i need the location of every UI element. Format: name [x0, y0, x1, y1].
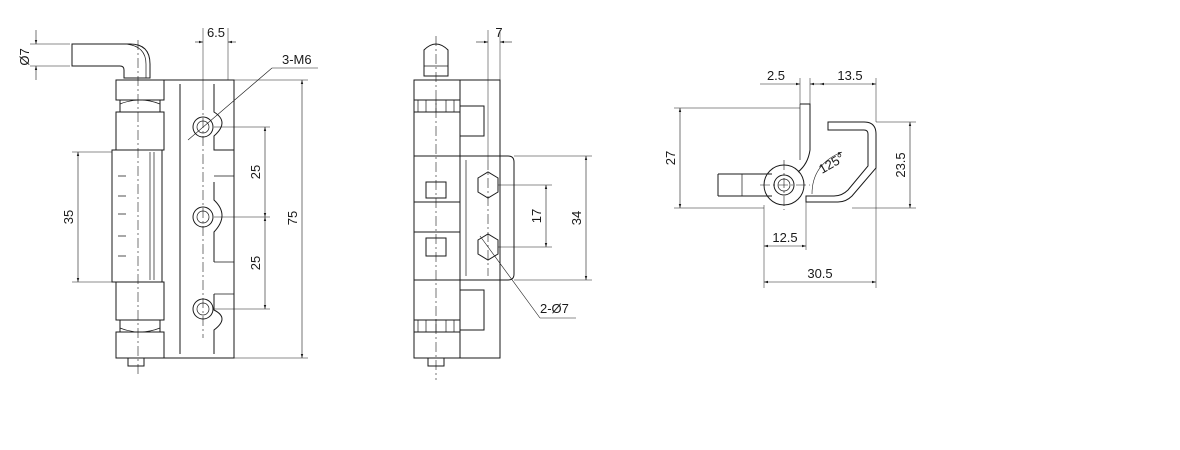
dim-knuckle-length: 35 — [61, 151, 112, 283]
label-top-gap: 2.5 — [767, 68, 785, 83]
label-pin-offset: 6.5 — [207, 25, 225, 40]
profile-leaf-vertical — [797, 103, 811, 173]
label-side-leaf-height: 34 — [569, 211, 584, 225]
profile-view: 125° 2.5 13.5 27 — [663, 68, 916, 288]
label-profile-height-left: 27 — [663, 151, 678, 165]
dim-pin-diameter: Ø7 — [17, 30, 70, 80]
side-pin-top — [423, 43, 449, 77]
front-pin-top — [71, 43, 151, 79]
profile-tab-left — [717, 173, 772, 197]
dim-side-hole-spacing: 17 — [498, 184, 552, 248]
dim-overall-height: 75 — [234, 79, 308, 359]
label-hole-spacing-top: 25 — [248, 165, 263, 179]
dim-pin-offset: 6.5 — [195, 25, 236, 100]
dim-hole-spacing-bottom: 25 — [248, 217, 267, 309]
front-knuckle — [111, 79, 165, 367]
side-leaf — [460, 79, 515, 359]
label-side-hole-spacing: 17 — [529, 209, 544, 223]
label-top-width: 13.5 — [837, 68, 862, 83]
dim-leaf-offset: 7 — [476, 25, 512, 160]
label-opening-angle: 125° — [816, 150, 847, 176]
front-view: Ø7 6.5 3-M6 25 25 — [17, 25, 318, 374]
dim-top-width: 13.5 — [820, 68, 877, 122]
front-leaf — [164, 79, 235, 359]
label-profile-height-right: 23.5 — [893, 152, 908, 177]
label-knuckle-length: 35 — [61, 210, 76, 224]
label-overall-height: 75 — [285, 211, 300, 225]
profile-hook-leaf — [805, 121, 877, 203]
label-leaf-offset: 7 — [495, 25, 502, 40]
side-knuckle — [413, 79, 461, 367]
dim-pivot-offset: 12.5 — [763, 202, 807, 288]
label-hole-callout: 2-Ø7 — [540, 301, 569, 316]
dim-profile-height-left: 27 — [663, 107, 800, 209]
callout-holes: 2-Ø7 — [479, 235, 576, 319]
side-view: 7 17 34 2-Ø7 — [413, 25, 592, 380]
label-pin-diameter: Ø7 — [17, 48, 32, 65]
label-pivot-offset: 12.5 — [772, 230, 797, 245]
dim-hole-spacing-top: 25 — [214, 126, 270, 310]
label-hole-spacing-bottom: 25 — [248, 256, 263, 270]
dim-overall-depth: 30.5 — [764, 168, 877, 288]
dim-side-leaf-height: 34 — [514, 155, 592, 281]
dim-top-gap: 2.5 — [760, 68, 822, 104]
dim-profile-height-right: 23.5 — [852, 121, 916, 209]
label-overall-depth: 30.5 — [807, 266, 832, 281]
label-thread-callout: 3-M6 — [282, 52, 312, 67]
